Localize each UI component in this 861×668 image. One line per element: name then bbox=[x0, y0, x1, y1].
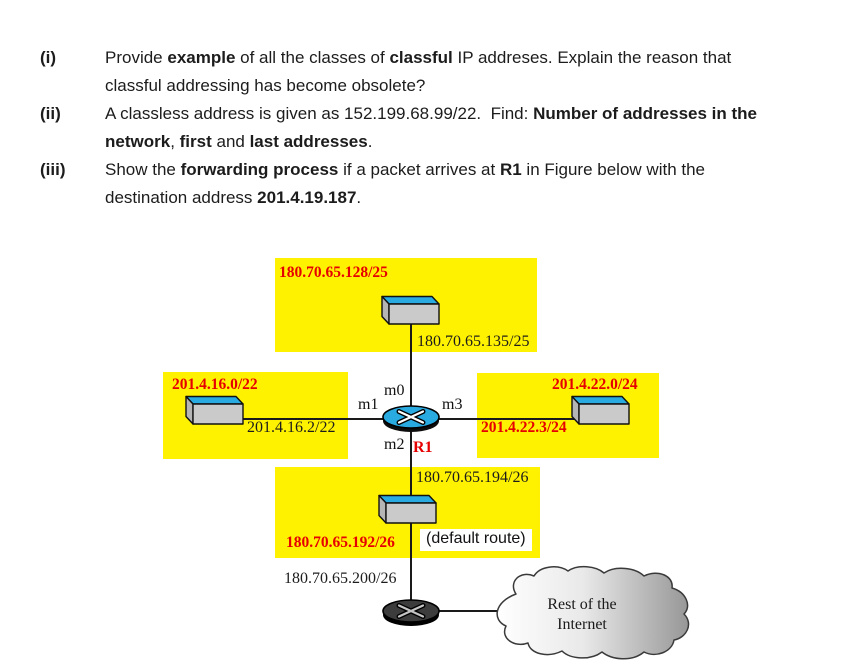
port-label-m0: m0 bbox=[384, 382, 405, 399]
port-label-m3: m3 bbox=[442, 396, 463, 413]
question-number: (iii) bbox=[40, 160, 66, 179]
router-name-label: R1 bbox=[413, 439, 433, 456]
question-number: (ii) bbox=[40, 104, 61, 123]
network-address-label-bottom: 180.70.65.192/26 bbox=[286, 534, 395, 551]
cloud-label-line1: Rest of the bbox=[547, 596, 616, 613]
question-list: (i) Provide example of all the classes o… bbox=[40, 44, 840, 212]
question-item-ii: (ii) A classless address is given as 152… bbox=[40, 100, 840, 156]
port-label-m2: m2 bbox=[384, 436, 405, 453]
internet-link-line bbox=[430, 610, 502, 612]
port-label-m1: m1 bbox=[358, 396, 379, 413]
switch-icon-right bbox=[571, 395, 630, 425]
interface-address-label-bottom: 180.70.65.194/26 bbox=[416, 469, 529, 486]
network-address-label-left: 201.4.16.0/22 bbox=[172, 376, 258, 393]
question-item-iii: (iii) Show the forwarding process if a p… bbox=[40, 156, 840, 212]
switch-icon-bottom bbox=[378, 494, 437, 524]
vertical-link-line bbox=[410, 322, 412, 613]
question-text: Show the forwarding process if a packet … bbox=[105, 160, 706, 207]
cloud-shape bbox=[496, 565, 690, 660]
question-item-i: (i) Provide example of all the classes o… bbox=[40, 44, 840, 100]
question-text: A classless address is given as 152.199.… bbox=[105, 104, 757, 151]
exit-interface-address-label: 180.70.65.200/26 bbox=[284, 570, 397, 587]
interface-address-label-left: 201.4.16.2/22 bbox=[247, 419, 336, 436]
left-link-line bbox=[242, 418, 412, 420]
right-link-line bbox=[412, 418, 576, 420]
network-address-label-top: 180.70.65.128/25 bbox=[279, 264, 388, 281]
interface-address-label-right: 201.4.22.3/24 bbox=[481, 419, 567, 436]
question-text: Provide example of all the classes of cl… bbox=[105, 48, 732, 95]
question-number: (i) bbox=[40, 48, 57, 67]
interface-address-label-top: 180.70.65.135/25 bbox=[417, 333, 530, 350]
cloud-label-line2: Internet bbox=[557, 616, 607, 633]
switch-icon-top bbox=[381, 295, 440, 325]
default-route-tag: (default route) bbox=[420, 529, 532, 551]
switch-icon-left bbox=[185, 395, 244, 425]
network-address-label-right: 201.4.22.0/24 bbox=[552, 376, 638, 393]
internet-cloud: Rest of the Internet bbox=[496, 565, 690, 660]
router-icon-r1 bbox=[382, 405, 440, 432]
router-icon-internet bbox=[382, 599, 440, 626]
